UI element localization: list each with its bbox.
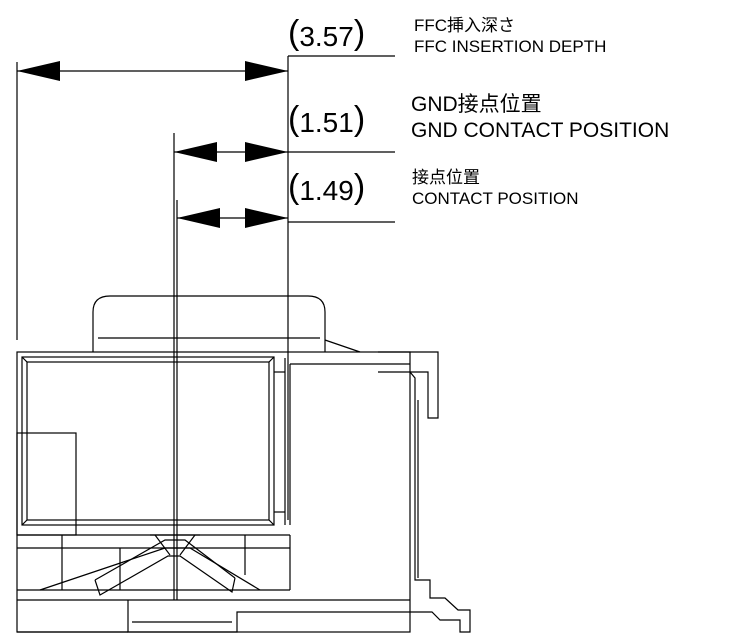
paren-close: ) — [353, 14, 366, 52]
bottom-base — [17, 599, 410, 633]
paren-open: ( — [288, 100, 300, 138]
gnd-contact-label-ja: GND接点位置 — [411, 93, 542, 116]
contact-label-en: CONTACT POSITION — [412, 188, 579, 208]
contact-number: 1.49 — [299, 175, 354, 206]
extension-lines — [16, 55, 395, 520]
dimension-line-contact — [177, 208, 288, 228]
insertion-depth-label-ja: FFC挿入深さ — [414, 16, 516, 35]
insertion-depth-number: 3.57 — [299, 21, 354, 52]
paren-open: ( — [288, 168, 300, 206]
actuator-tab — [92, 295, 361, 353]
dimension-value-gnd-contact: (1.51) — [288, 100, 366, 138]
dimension-line-insertion-depth — [17, 61, 288, 81]
dimension-label-contact: 接点位置 CONTACT POSITION — [412, 168, 579, 209]
paren-close: ) — [353, 100, 366, 138]
dimension-label-gnd-contact: GND接点位置 GND CONTACT POSITION — [411, 92, 669, 143]
paren-close: ) — [353, 168, 366, 206]
contact-label-ja: 接点位置 — [412, 168, 480, 187]
contact-spring — [17, 534, 291, 596]
dimension-line-gnd-contact — [174, 142, 288, 162]
gnd-contact-label-en: GND CONTACT POSITION — [411, 118, 670, 142]
insertion-depth-label-en: FFC INSERTION DEPTH — [414, 36, 607, 56]
dimension-label-insertion-depth: FFC挿入深さ FFC INSERTION DEPTH — [414, 16, 606, 57]
right-latch — [378, 351, 471, 633]
gnd-contact-number: 1.51 — [299, 107, 354, 138]
paren-open: ( — [288, 14, 300, 52]
dimension-value-insertion-depth: (3.57) — [288, 14, 366, 52]
dimension-value-contact: (1.49) — [288, 168, 366, 206]
